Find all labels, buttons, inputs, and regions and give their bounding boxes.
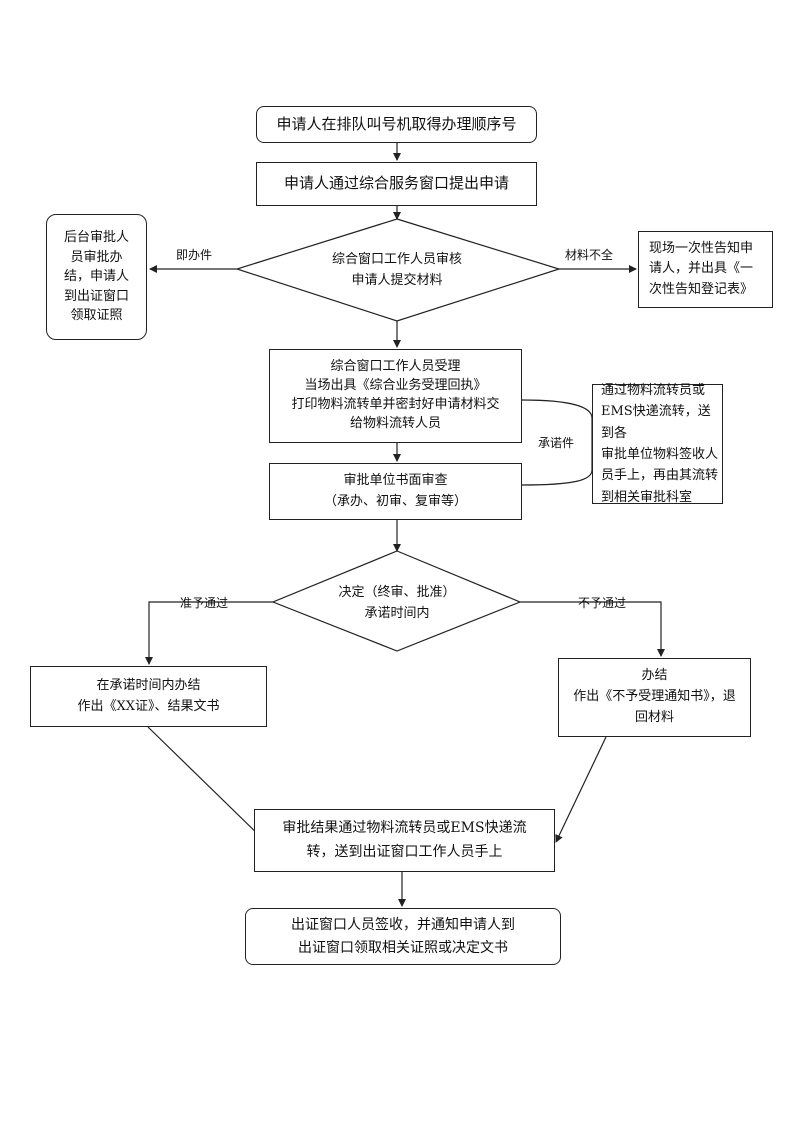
label-incomplete: 材料不全 [565,248,614,262]
apply-window-text: 申请人通过综合服务窗口提出申请 [283,174,509,193]
queue-number-box: 申请人在排队叫号机取得办理顺序号 [256,106,537,143]
apply-window-box: 申请人通过综合服务窗口提出申请 [256,162,537,206]
label-immediate: 即办件 [176,248,213,262]
approved-text: 在承诺时间内办结 作出《XX证》、结果文书 [77,677,220,714]
notify-applicant-box: 现场一次性告知申 请人，并出具《一 次性告知登记表》 [638,231,773,308]
decision-diamond-text: 决定（终审、批准） 承诺时间内 [338,585,456,621]
notify-applicant-text: 现场一次性告知申 请人，并出具《一 次性告知登记表》 [649,241,754,297]
result-transfer-text: 审批结果通过物料流转员或EMS快递流 转，送到出证窗口工作人员手上 [282,820,527,860]
accept-text: 综合窗口工作人员受理 当场出具《综合业务受理回执》 打印物料流转单并密封好申请材… [291,359,500,431]
arrow-approved-to-result [147,726,267,843]
backend-approval-box: 后台审批人 员审批办 结，申请人 到出证窗口 领取证照 [46,214,147,340]
paper-review-box: 审批单位书面审查 （承办、初审、复审等） [269,463,522,520]
label-rejected: 不予通过 [578,596,627,610]
approved-box: 在承诺时间内办结 作出《XX证》、结果文书 [30,666,267,727]
final-pickup-text: 出证窗口人员签收，并通知申请人到 出证窗口领取相关证照或决定文书 [291,917,515,956]
final-pickup-box: 出证窗口人员签收，并通知申请人到 出证窗口领取相关证照或决定文书 [245,908,561,965]
label-approved: 准予通过 [180,596,229,610]
result-transfer-box: 审批结果通过物料流转员或EMS快递流 转，送到出证窗口工作人员手上 [254,809,555,872]
arrow-approved [145,601,273,665]
arrow-rejected [520,601,665,657]
review-diamond-text: 综合窗口工作人员审核 申请人提交材料 [331,252,462,288]
label-promised: 承诺件 [538,436,575,450]
backend-approval-text: 后台审批人 员审批办 结，申请人 到出证窗口 领取证照 [63,230,129,324]
accept-box: 综合窗口工作人员受理 当场出具《综合业务受理回执》 打印物料流转单并密封好申请材… [269,349,522,443]
paper-review-text: 审批单位书面审查 （承办、初审、复审等） [323,472,467,509]
courier-box: 通过物料流转员或 EMS快递流转，送到各 审批单位物料签收人 员手上，再由其流转… [592,383,723,505]
rejected-text: 办结 作出《不予受理通知书》，退 回材料 [573,668,736,725]
rejected-box: 办结 作出《不予受理通知书》，退 回材料 [558,658,751,737]
queue-number-text: 申请人在排队叫号机取得办理顺序号 [276,114,517,133]
decision-diamond-shape [271,550,522,652]
courier-text: 通过物料流转员或 EMS快递流转，送到各 审批单位物料签收人 员手上，再由其流转… [601,382,719,505]
arrow-rejected-to-result [555,736,607,843]
